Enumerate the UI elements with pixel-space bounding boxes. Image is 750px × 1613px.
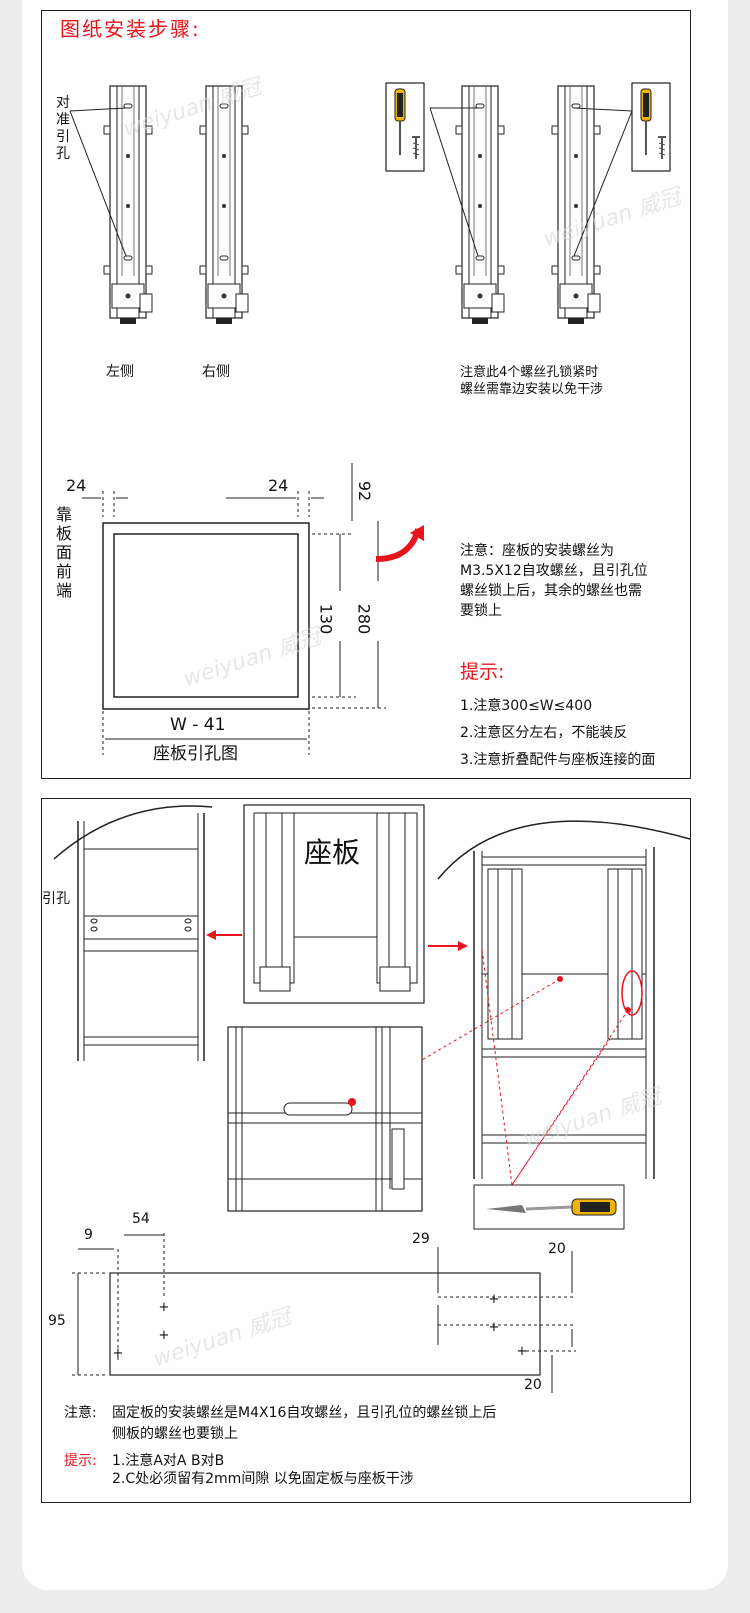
- dim-54: 54: [132, 1211, 150, 1227]
- back-front-label: 靠板面前端: [56, 505, 73, 600]
- svg-text:+: +: [489, 1292, 500, 1307]
- left-side-label: 左侧: [106, 364, 134, 380]
- dim-9: 9: [84, 1227, 93, 1243]
- svg-text:+: +: [113, 1346, 124, 1361]
- installation-steps-panel: 图纸安装步骤: 对准引孔 左侧 右侧 注意此4个螺丝孔锁紧时 螺丝需靠边安装以免…: [41, 10, 691, 779]
- screw-note-line-1: 注意此4个螺丝孔锁紧时: [460, 365, 599, 380]
- svg-text:+: +: [159, 1328, 170, 1343]
- assembly-panel: + + + + + + 引孔 座板 54 9 95 29 20 20 注意: 固…: [41, 798, 691, 1503]
- tip-item: 1.注意300≤W≤400: [460, 698, 593, 714]
- note-line-1: 固定板的安装螺丝是M4X16自攻螺丝，且引孔位的螺丝锁上后: [112, 1405, 497, 1421]
- tip-line-1: 1.注意A对A B对B: [112, 1453, 225, 1469]
- dim-280: 280: [354, 603, 374, 635]
- installation-drawings: [69, 82, 671, 755]
- tip-item: 3.注意折叠配件与座板连接的面: [460, 752, 656, 768]
- tip-list: 1.注意300≤W≤400 2.注意区分左右，不能装反 3.注意折叠配件与座板连…: [460, 693, 655, 774]
- dim-24-left: 24: [66, 476, 87, 495]
- tip-title: 提示:: [460, 661, 505, 683]
- dim-95: 95: [48, 1313, 66, 1329]
- tip-item: 2.注意区分左右，不能装反: [460, 725, 628, 741]
- tip-prefix: 提示:: [64, 1453, 97, 1469]
- tip-line-2: 2.C处必须留有2mm间隙 以免固定板与座板干涉: [112, 1471, 414, 1487]
- page-title: 图纸安装步骤:: [60, 17, 201, 41]
- seat-board-label: 座板: [304, 835, 361, 870]
- screw-note-line-2: 螺丝需靠边安装以免干涉: [460, 382, 604, 397]
- right-side-label: 右侧: [202, 364, 230, 380]
- seat-hole-caption: 座板引孔图: [153, 744, 238, 764]
- seat-note-line: 螺丝锁上后，其余的螺丝也需: [460, 583, 642, 599]
- dim-24-right: 24: [268, 476, 289, 495]
- seat-note-line: 注意：座板的安装螺丝为: [460, 543, 614, 559]
- assembly-drawings: + + + + + +: [53, 804, 691, 1393]
- svg-text:+: +: [517, 1344, 528, 1359]
- seat-note-line: 要锁上: [460, 603, 502, 619]
- seat-note-line: M3.5X12自攻螺丝，且引孔位: [460, 563, 648, 579]
- svg-text:+: +: [489, 1320, 500, 1335]
- align-hole-label: 对准引孔: [56, 95, 70, 162]
- dim-20-top: 20: [548, 1241, 566, 1257]
- svg-text:+: +: [159, 1300, 170, 1315]
- dim-29: 29: [412, 1231, 430, 1247]
- seat-note: 注意：座板的安装螺丝为 M3.5X12自攻螺丝，且引孔位 螺丝锁上后，其余的螺丝…: [460, 541, 648, 621]
- dim-92: 92: [355, 480, 375, 502]
- note-line-2: 侧板的螺丝也要锁上: [112, 1426, 238, 1442]
- hole-label: 引孔: [42, 891, 70, 907]
- dim-20-bottom: 20: [524, 1377, 542, 1393]
- width-label: W - 41: [170, 715, 226, 737]
- note-prefix: 注意:: [64, 1405, 97, 1421]
